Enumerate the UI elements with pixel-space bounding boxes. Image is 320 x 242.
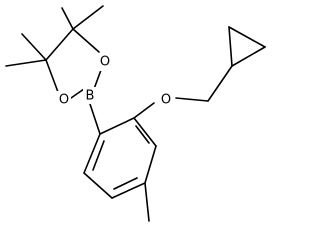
chemical-structure: B O O O [5, 5, 266, 222]
double-bond-inner [113, 177, 138, 190]
methyl-bond [144, 182, 150, 222]
methyl-bond [5, 59, 47, 67]
double-bond-inner [135, 125, 150, 144]
bond [133, 117, 157, 147]
bond [133, 102, 155, 119]
bond [89, 103, 101, 135]
bond [83, 133, 101, 174]
ether-oxygen: O [159, 91, 173, 108]
boron-label: B [86, 89, 95, 104]
pinacol-methyls [5, 5, 104, 67]
bond [72, 28, 100, 53]
oxygen-label: O [161, 93, 171, 108]
bond [45, 28, 74, 61]
oxygen-label: O [59, 93, 69, 108]
bond [144, 145, 157, 184]
bond [207, 65, 233, 102]
cyclopropylmethoxy-chain [133, 65, 233, 119]
double-bond-inner [92, 140, 105, 171]
boron-atom: B [83, 87, 97, 104]
cyclopropyl-ring [228, 26, 266, 67]
bond [231, 46, 266, 67]
methyl-bond [61, 7, 74, 30]
bond [70, 88, 85, 99]
ring-oxygen-upper: O [98, 54, 112, 71]
bond [228, 26, 266, 48]
bond [111, 182, 146, 199]
bond [83, 172, 113, 199]
methyl-bond [72, 5, 104, 30]
oxygen-label: O [100, 55, 110, 70]
benzene-ring [83, 117, 157, 199]
methyl-bond [21, 33, 47, 61]
bond [175, 97, 209, 102]
bond [45, 59, 59, 93]
bond [99, 117, 135, 135]
bond [228, 26, 233, 67]
bond [93, 69, 102, 90]
dioxaborolane-ring [45, 28, 102, 99]
ring-oxygen-lower: O [57, 91, 71, 108]
